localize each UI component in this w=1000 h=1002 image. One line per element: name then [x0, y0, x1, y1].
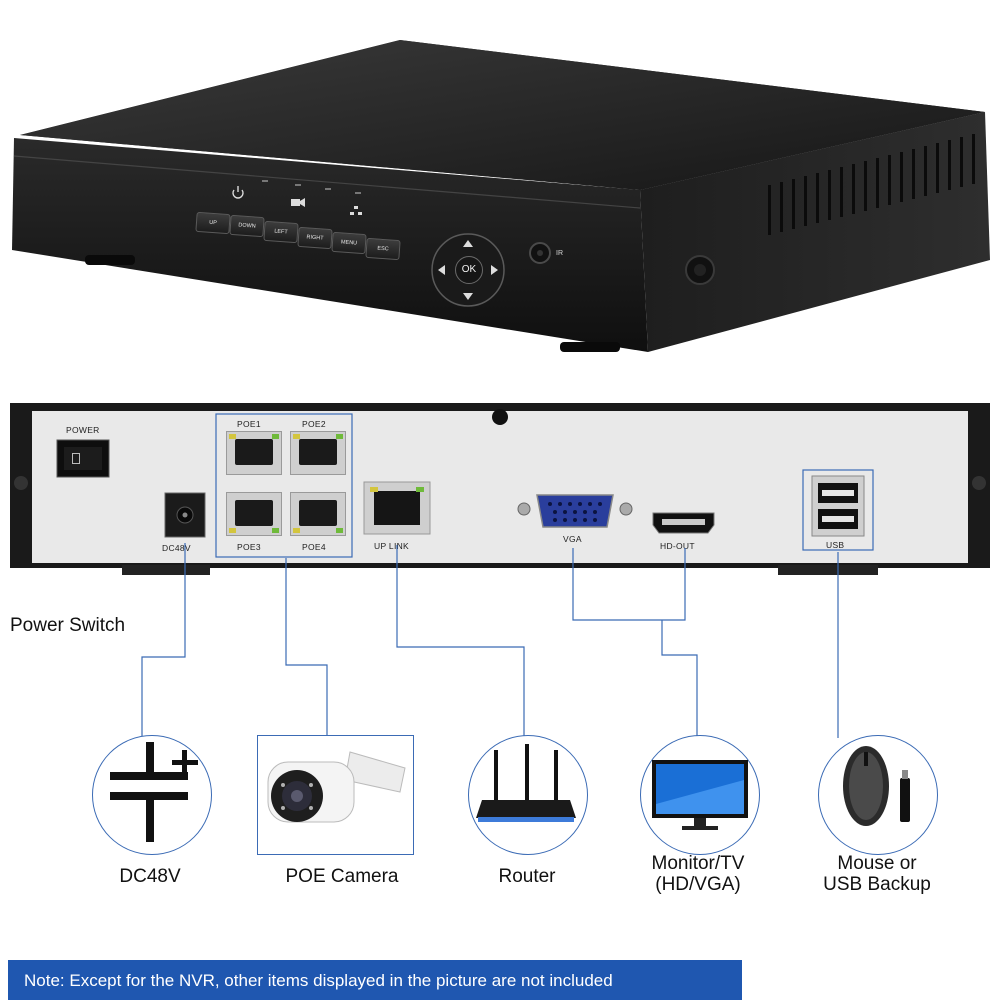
poe4-label: POE4	[302, 542, 326, 552]
uplink-label: UP LINK	[374, 541, 410, 551]
poe3-label: POE3	[237, 542, 261, 552]
poe2-port[interactable]	[290, 431, 346, 475]
power-switch-label: Power Switch	[10, 615, 126, 636]
note-banner: Note: Except for the NVR, other items di…	[8, 960, 742, 1000]
poe-camera-label: POE Camera	[285, 866, 399, 887]
nvr-front-view: UP DOWN LEFT RIGHT MENU ESC OK IR	[0, 0, 1000, 380]
power-icon	[232, 186, 244, 199]
poe2-label: POE2	[302, 419, 326, 429]
monitor-label-line2: (HD/VGA)	[655, 874, 741, 895]
ir-label: IR	[556, 250, 563, 257]
ok-button[interactable]: OK	[455, 256, 483, 284]
poe1-label: POE1	[237, 419, 261, 429]
vga-label: VGA	[563, 534, 582, 544]
nvr-body-illustration	[12, 40, 990, 352]
camera-icon	[291, 198, 305, 207]
poe1-port[interactable]	[226, 431, 282, 475]
nvr-back-panel: POWER POE1 POE2 POE3 POE4 DC48V UP LINK …	[10, 403, 990, 575]
back-panel-illustration	[10, 403, 990, 575]
poe3-port[interactable]	[226, 492, 282, 536]
power-switch[interactable]	[72, 453, 80, 464]
power-label: POWER	[66, 425, 100, 435]
network-icon	[350, 206, 362, 215]
dc48v-label: DC48V	[162, 543, 191, 553]
usb-label: USB	[826, 540, 845, 550]
mouse-label-line1: Mouse or	[837, 853, 917, 874]
poe4-port[interactable]	[290, 492, 346, 536]
mouse-label: Mouse or USB Backup	[802, 853, 952, 895]
router-label: Router	[498, 866, 556, 887]
monitor-label: Monitor/TV (HD/VGA)	[630, 853, 766, 895]
mouse-label-line2: USB Backup	[823, 874, 931, 895]
hdout-label: HD-OUT	[660, 541, 695, 551]
dc48v-callout-label: DC48V	[119, 866, 181, 887]
monitor-label-line1: Monitor/TV	[651, 853, 745, 874]
